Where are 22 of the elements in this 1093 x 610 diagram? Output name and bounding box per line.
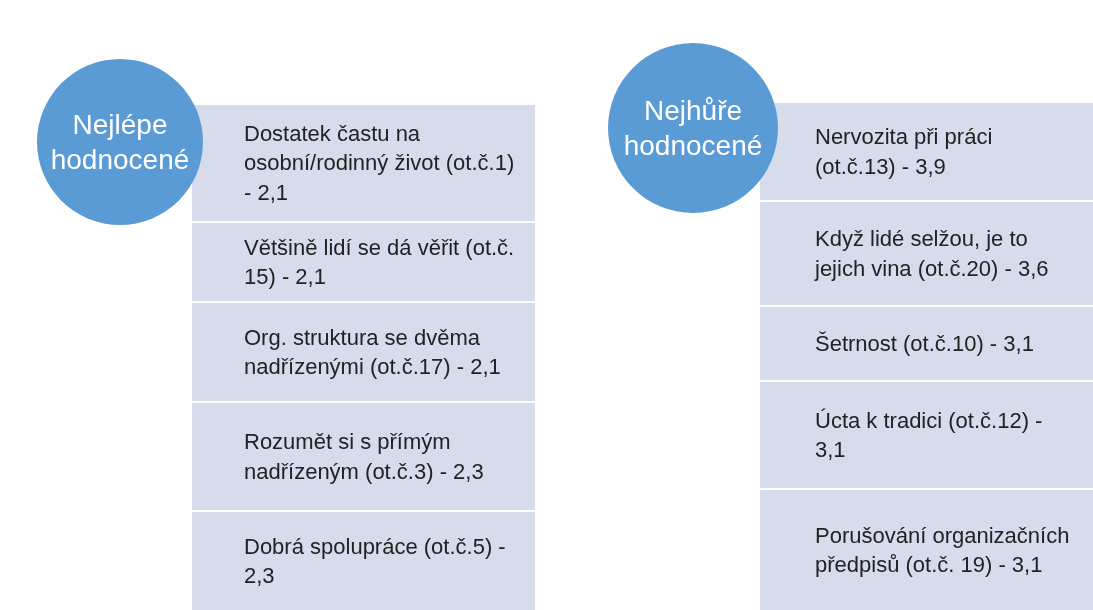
heading-circle: Nejlépe hodnocené (37, 59, 203, 225)
item-text: Nervozita při práci (ot.č.13) - 3,9 (815, 123, 994, 181)
list-item-band (192, 303, 535, 401)
item-text: Když lidé selžou, je to jejich vina (ot.č.20) - 3,6 (815, 225, 1050, 283)
item-text: Šetrnost (ot.č.10) - 3,1 (815, 330, 1034, 358)
item-text: Porušování organizačních předpisů (ot.č. 19) - 3,1 (815, 521, 1071, 579)
list-item-band (760, 103, 1093, 200)
item-text: Dostatek častu na osobní/rodinný život (ot.č.1) - 2,1 (244, 120, 515, 207)
list-item-band (192, 223, 535, 301)
list-item-band (760, 490, 1093, 610)
list-item-band (192, 105, 535, 221)
item-text: Rozumět si s přímým nadřízeným (ot.č.3) - 2,3 (244, 428, 485, 486)
list-item-band (760, 382, 1093, 488)
heading-circle: Nejhůře hodnocené (608, 43, 778, 213)
list-item-band (192, 512, 535, 610)
list-item-band (192, 403, 535, 510)
item-text: Úcta k tradici (ot.č.12) - 3,1 (815, 406, 1044, 464)
item-text: Většině lidí se dá věřit (ot.č. 15) - 2,1 (244, 233, 515, 291)
list-item-band (760, 202, 1093, 305)
item-text: Dobrá spolupráce (ot.č.5) - 2,3 (244, 532, 507, 590)
item-text: Org. struktura se dvěma nadřízenými (ot.č.17) - 2,1 (244, 323, 502, 381)
list-item-band (760, 307, 1093, 380)
